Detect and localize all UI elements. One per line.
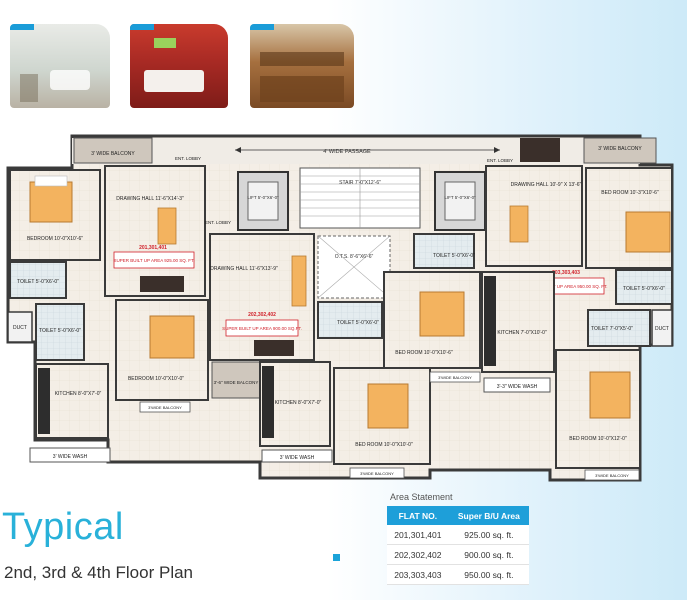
duct-left-label: DUCT <box>13 325 27 331</box>
balcony-small-3-label: 3'WIDE BALCONY <box>438 375 472 380</box>
toilet-1-label: TOILET 5'-0"X6'-0" <box>17 279 59 285</box>
flat-no-cell: 201,301,401 <box>387 525 449 545</box>
wash-2 <box>261 449 333 463</box>
wash-1-label: 3' WIDE WASH <box>53 454 88 460</box>
bedroom-1-label: BEDROOM 10'-0"X10'-6" <box>27 236 83 242</box>
unit-2-area: SUPER BUILT UP AREA 900.00 SQ.FT. <box>222 326 302 331</box>
unit-1-flats: 201,301,401 <box>139 245 167 251</box>
duct-left <box>7 311 33 343</box>
flat-no-cell: 203,303,403 <box>387 564 449 585</box>
toilet-6-label: TOILET 7'-0"X5'-0" <box>591 326 633 332</box>
stair-label: STAIR 7'-0"X12'-6" <box>339 180 381 186</box>
balcony-left-label: 3' WIDE BALCONY <box>91 151 135 157</box>
toilet-4-label: TOILET 5'-0"X6'-0" <box>433 253 475 259</box>
balcony-right <box>583 137 657 164</box>
duct-right <box>651 309 673 347</box>
bedroom-5-label: BED ROOM 10'-3"X10'-6" <box>601 190 659 196</box>
flat-no-cell: 202,302,402 <box>387 544 449 565</box>
unit-3-flats: 203,303,403 <box>552 270 580 276</box>
drawing-hall-3-label: DRAWING HALL 10'-9" X 13'-6" <box>511 182 582 188</box>
drawing-hall-1 <box>104 165 206 297</box>
page-subtitle: 2nd, 3rd & 4th Floor Plan <box>4 563 194 582</box>
area-cell: 950.00 sq. ft. <box>448 564 529 585</box>
area-cell: 900.00 sq. ft. <box>448 544 529 565</box>
bedroom-4-label: BED ROOM 10'-0"X10'-0" <box>355 442 413 448</box>
toilet-5 <box>615 269 673 305</box>
bedroom-6-label: BED ROOM 10'-0"X12'-0" <box>569 436 627 442</box>
ots-label: O.T.S. 8'-6"X6'-6" <box>335 254 374 260</box>
kitchen-photo <box>250 24 354 108</box>
area-cell: 925.00 sq. ft. <box>448 525 529 545</box>
living-room-photo <box>10 24 110 108</box>
wash-1 <box>29 447 111 463</box>
toilet-6 <box>587 309 651 347</box>
ent-lobby-c: ENT. LOBBY <box>487 158 513 163</box>
header-flat-no: FLAT NO. <box>387 506 449 525</box>
area-statement-table: FLAT NO. Super B/U Area 201,301,401 925.… <box>387 506 529 585</box>
area-statement-title: Area Statement <box>390 492 453 502</box>
balcony-small-4-label: 3'WIDE BALCONY <box>595 473 629 478</box>
passage-label: 4' WIDE PASSAGE <box>323 149 371 155</box>
unit-2-flats: 202,302,402 <box>248 312 276 318</box>
balcony-center-label: 3'-6" WIDE BALCONY <box>214 380 259 385</box>
ent-lobby-b: ENT. LOBBY <box>205 220 231 225</box>
balcony-small-3 <box>429 371 481 383</box>
balcony-small-4 <box>584 469 640 481</box>
drawing-hall-2-label: DRAWING HALL 11'-6"X13'-9" <box>210 266 278 272</box>
toilet-3-label: TOILET 5'-0"X6'-0" <box>337 320 379 326</box>
balcony-center <box>211 361 261 399</box>
balcony-small-1 <box>139 401 191 413</box>
toilet-1 <box>9 261 67 299</box>
header-super-area: Super B/U Area <box>448 506 529 525</box>
wash-2-label: 3' WIDE WASH <box>280 455 315 461</box>
lift-left-label: LIFT 5'-0"X6'-0" <box>247 195 279 200</box>
balcony-small-2-label: 3'WIDE BALCONY <box>360 471 394 476</box>
table-row: 203,303,403 950.00 sq. ft. <box>387 564 529 585</box>
duct-right-label: DUCT <box>655 326 669 332</box>
toilet-4 <box>413 233 475 269</box>
toilet-2 <box>35 303 85 361</box>
drawing-hall-1-label: DRAWING HALL 11'-6"X14'-3" <box>116 196 184 202</box>
toilet-2-label: TOILET 5'-0"X6'-0" <box>39 328 81 334</box>
lift-right-label: LIFT 5'-0"X6'-0" <box>444 195 476 200</box>
wash-3 <box>483 377 551 393</box>
table-row: 202,302,402 900.00 sq. ft. <box>387 544 529 565</box>
table-row: 201,301,401 925.00 sq. ft. <box>387 525 529 545</box>
toilet-3 <box>317 301 383 339</box>
bedroom-3-label: BED ROOM 10'-0"X10'-6" <box>395 350 453 356</box>
kitchen-1-label: KITCHEN 8'-0"X7'-0" <box>55 391 102 397</box>
page-title: Typical <box>2 506 124 548</box>
wash-3-label: 3'-3" WIDE WASH <box>497 384 538 390</box>
bedroom-photo <box>130 24 228 108</box>
kitchen-2-label: KITCHEN 8'-0"X7'-0" <box>275 400 322 406</box>
unit-3-area: SUPER BUILT UP AREA 950.00 SQ. FT. <box>526 284 607 289</box>
unit-1-area: SUPER BUILT UP AREA 925.00 SQ. FT. <box>113 258 194 263</box>
table-header-row: FLAT NO. Super B/U Area <box>387 506 529 525</box>
drawing-hall-3 <box>485 165 583 267</box>
balcony-small-2 <box>349 467 405 479</box>
toilet-5-label: TOILET 5'-0"X6'-0" <box>623 286 665 292</box>
balcony-right-label: 3' WIDE BALCONY <box>598 146 642 152</box>
balcony-small-1-label: 3'WIDE BALCONY <box>148 405 182 410</box>
balcony-left <box>73 137 153 164</box>
bedroom-2-label: BEDROOM 10'-0"X10'-0" <box>128 376 184 382</box>
kitchen-3-label: KITCHEN 7'-0"X10'-0" <box>497 330 547 336</box>
ent-lobby-a: ENT. LOBBY <box>175 156 201 161</box>
accent-marker <box>333 554 340 561</box>
